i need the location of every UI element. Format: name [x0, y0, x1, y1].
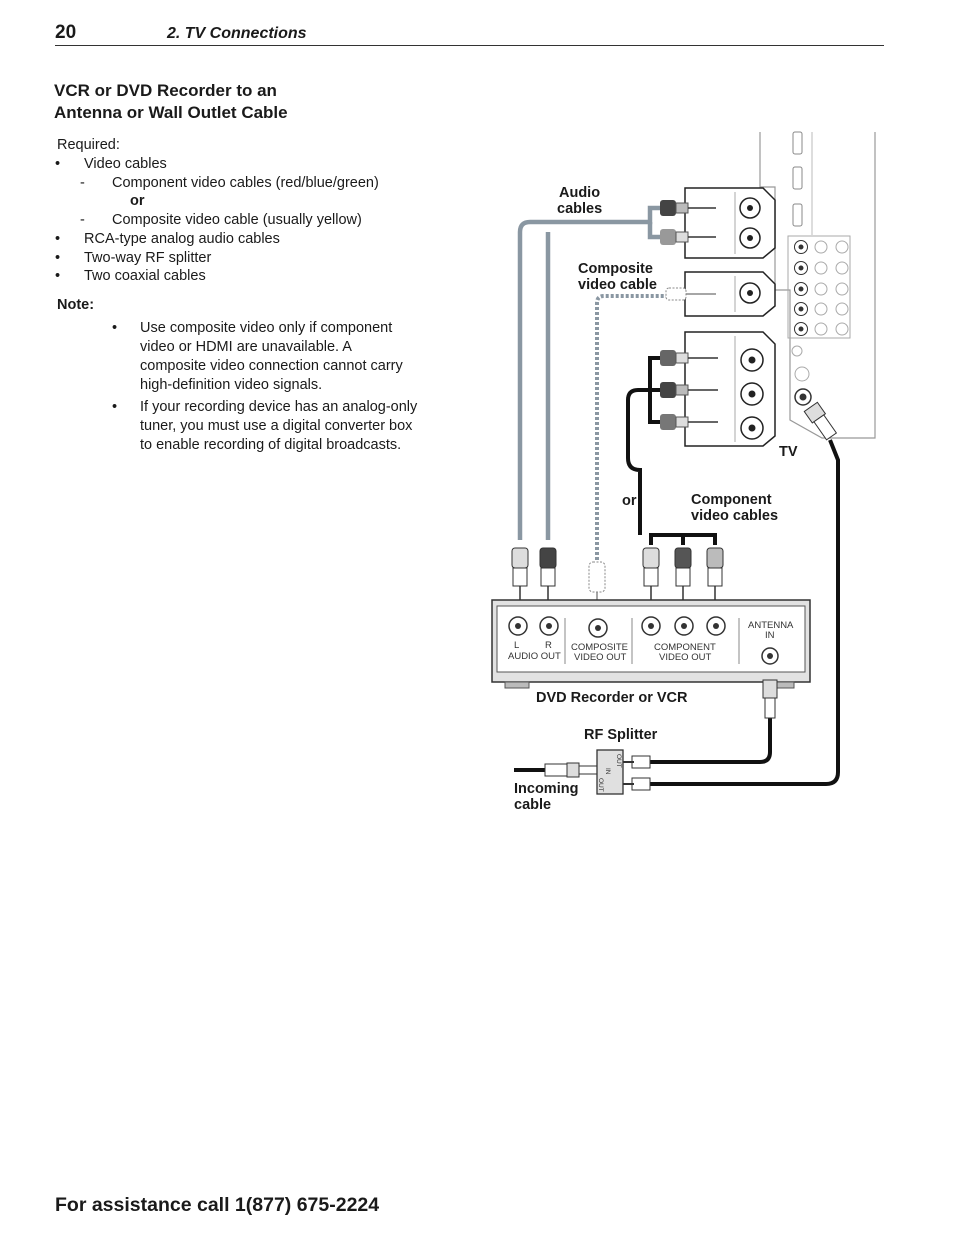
audio-r-label: R	[545, 640, 552, 651]
composite-out-label-2: VIDEO OUT	[574, 652, 626, 663]
page-number: 20	[55, 22, 77, 43]
splitter-out-label-2: OUT	[597, 778, 604, 792]
rf-splitter: IN OUT OUT	[596, 749, 634, 795]
composite-cable	[595, 294, 668, 560]
label-component-1: Component	[691, 492, 772, 508]
component-cable	[626, 356, 717, 545]
label-component-2: video cables	[691, 508, 778, 524]
bullet-icon: •	[112, 320, 118, 336]
page-title-line-1: VCR or DVD Recorder to an	[54, 81, 277, 100]
req-coax: Two coaxial cables	[84, 268, 206, 284]
label-tv: TV	[779, 444, 798, 460]
label-composite-2: video cable	[578, 277, 657, 293]
req-composite: Composite video cable (usually yellow)	[112, 212, 362, 228]
bullet-icon: •	[55, 156, 61, 172]
rca-plugs-tv	[660, 200, 718, 430]
dvd-recorder-vcr: L R AUDIO OUT COMPOSITE VIDEO OUT COMPON…	[491, 599, 811, 689]
antenna-in-label-1: ANTENNA	[748, 620, 794, 631]
label-rf-splitter: RF Splitter	[584, 727, 658, 743]
required-label: Required:	[57, 137, 120, 153]
dash-icon: -	[80, 212, 85, 228]
audio-cable	[517, 205, 662, 540]
label-or: or	[622, 493, 637, 509]
header-rule	[55, 45, 884, 46]
label-incoming-2: cable	[514, 797, 551, 813]
dash-icon: -	[80, 175, 85, 191]
label-device: DVD Recorder or VCR	[536, 690, 688, 706]
splitter-in-label: IN	[604, 768, 611, 775]
rca-plugs-device	[511, 547, 724, 608]
component-out-label-1: COMPONENT	[654, 642, 716, 653]
bullet-icon: •	[55, 250, 61, 266]
bullet-icon: •	[55, 268, 61, 284]
audio-l-label: L	[514, 640, 519, 651]
req-audio: RCA-type analog audio cables	[84, 231, 280, 247]
note-item-1: Use composite video only if component vi…	[140, 320, 403, 393]
note-label: Note:	[57, 297, 95, 313]
label-audio-cables-2: cables	[557, 201, 602, 217]
composite-callout	[684, 271, 776, 317]
req-video-cables: Video cables	[84, 156, 167, 172]
tv-panel	[759, 131, 876, 439]
label-composite-1: Composite	[578, 261, 653, 277]
composite-out-label-1: COMPOSITE	[571, 642, 628, 653]
page-title: VCR or DVD Recorder to an Antenna or Wal…	[54, 80, 288, 124]
component-callout	[684, 331, 776, 447]
bullet-icon: •	[55, 231, 61, 247]
splitter-out-label-1: OUT	[615, 754, 622, 768]
audio-out-label: AUDIO OUT	[508, 651, 561, 662]
coax-cables	[514, 439, 840, 786]
coax-connectors	[544, 401, 838, 791]
note-item-2: If your recording device has an analog-o…	[140, 399, 418, 453]
section-title: 2. TV Connections	[167, 25, 307, 42]
footer-assistance: For assistance call 1(877) 675-2224	[55, 1194, 380, 1216]
req-splitter: Two-way RF splitter	[84, 250, 212, 266]
req-or: or	[130, 193, 145, 209]
component-out-label-2: VIDEO OUT	[659, 652, 711, 663]
label-incoming-1: Incoming	[514, 781, 578, 797]
antenna-in-label-2: IN	[765, 630, 775, 641]
req-component: Component video cables (red/blue/green)	[112, 175, 379, 191]
label-audio-cables-1: Audio	[559, 185, 600, 201]
page-title-line-2: Antenna or Wall Outlet Cable	[54, 103, 288, 122]
bullet-icon: •	[112, 399, 118, 415]
audio-callout	[684, 187, 776, 259]
